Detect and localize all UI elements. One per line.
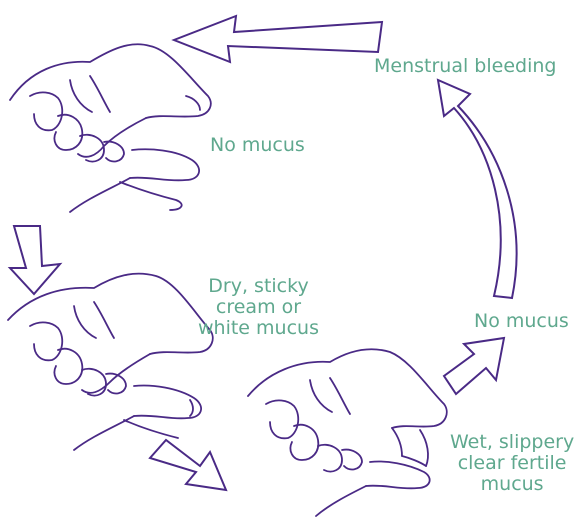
arrow-right-up bbox=[438, 80, 517, 298]
label-menstrual-bleeding: Menstrual bleeding bbox=[374, 56, 556, 77]
arrow-bottom-right bbox=[150, 440, 226, 490]
arrow-lower-right-up bbox=[444, 338, 504, 394]
hand-dry-sticky-icon bbox=[8, 274, 213, 450]
arrow-top-left bbox=[174, 16, 382, 62]
label-no-mucus-right: No mucus bbox=[474, 311, 569, 332]
label-wet-slippery: Wet, slippery clear fertile mucus bbox=[450, 432, 574, 495]
label-dry-sticky: Dry, sticky cream or white mucus bbox=[198, 276, 319, 339]
hand-wet-slippery-icon bbox=[248, 349, 447, 516]
label-no-mucus-top: No mucus bbox=[210, 135, 305, 156]
hand-no-mucus-icon bbox=[10, 44, 211, 212]
arrow-left-down bbox=[10, 226, 60, 294]
